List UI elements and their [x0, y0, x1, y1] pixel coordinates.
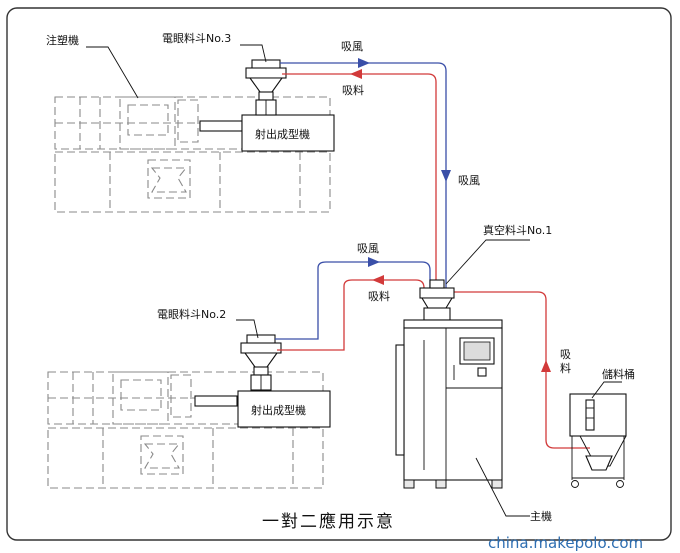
- hopper-no2-label: 電眼料斗No.2: [157, 307, 226, 321]
- storage-bin-label: 儲料桶: [602, 367, 635, 381]
- main-unit: [395, 319, 503, 489]
- material-line-top: [282, 73, 437, 290]
- material-line-mid: [277, 279, 425, 351]
- vacuum-hopper-no1-label: 真空料斗No.1: [483, 223, 552, 237]
- diagram-title: 一對二應用示意: [262, 511, 395, 532]
- injection-machine-bottom: [47, 371, 331, 489]
- leader-storage-bin: [591, 381, 622, 399]
- flow-label-material-right-1: 吸: [560, 348, 571, 361]
- watermark: china.makepolo.com: [488, 534, 643, 552]
- flow-label-air-top: 吸風: [341, 40, 363, 53]
- flow-label-air-vertical: 吸風: [458, 174, 480, 187]
- hopper-no2: [240, 334, 282, 391]
- air-arrow-top: [358, 58, 370, 68]
- leader-hopper-no2: [236, 319, 259, 339]
- injection-machine-label: 注塑機: [46, 33, 79, 47]
- leader-injection-machine: [86, 46, 139, 99]
- air-arrow-vertical: [441, 170, 451, 182]
- hopper-no3-label: 電眼料斗No.3: [162, 31, 231, 45]
- material-arrow-mid: [372, 275, 384, 285]
- hopper-no3: [245, 59, 287, 116]
- storage-bin: [569, 393, 627, 488]
- leader-vacuum-hopper: [445, 239, 530, 285]
- flow-label-material-right-2: 料: [560, 361, 571, 375]
- flow-label-air-mid: 吸風: [357, 242, 379, 255]
- flow-label-material-mid: 吸料: [368, 289, 390, 303]
- material-arrow-right: [541, 360, 551, 372]
- material-arrow-top: [350, 69, 362, 79]
- diagram-frame: [6, 7, 672, 541]
- molding-machine-top-label: 射出成型機: [255, 127, 310, 141]
- main-unit-label: 主機: [530, 509, 552, 523]
- leader-hopper-no3: [240, 44, 267, 63]
- molding-machine-bottom-label: 射出成型機: [251, 403, 306, 417]
- injection-machine-top: [54, 96, 335, 213]
- vacuum-hopper-no1: [419, 279, 455, 321]
- air-line-top: [280, 62, 447, 290]
- air-line-mid: [275, 261, 431, 340]
- flow-label-material-top: 吸料: [342, 83, 364, 97]
- leader-main-unit: [475, 457, 530, 517]
- air-arrow-mid: [368, 257, 380, 267]
